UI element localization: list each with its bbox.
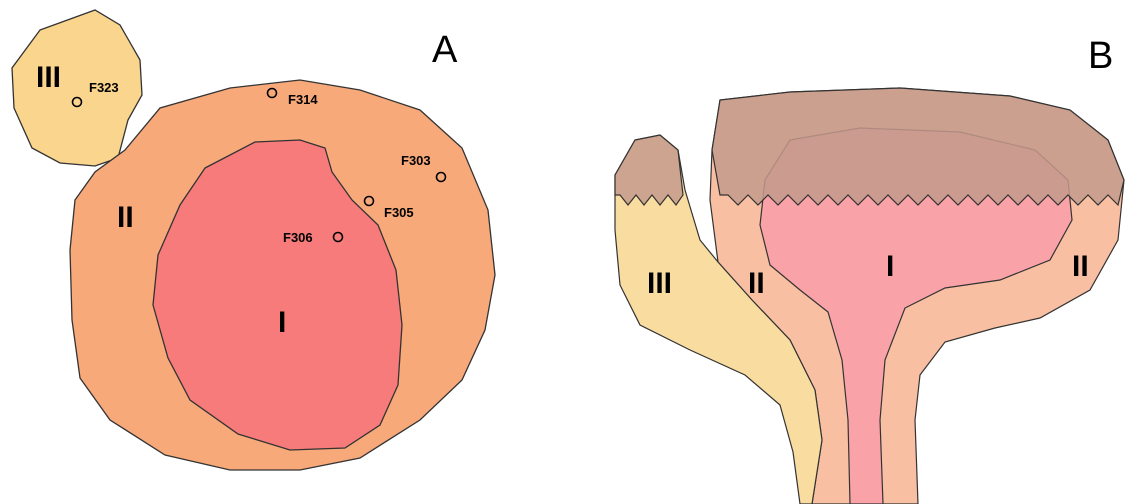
- b-cap-band: [712, 88, 1124, 205]
- panel-label-b: B: [1088, 35, 1113, 77]
- b-zone-label-ii-left: II: [748, 267, 765, 300]
- zone-label-iii: III: [36, 61, 61, 94]
- b-zone-label-ii-right: II: [1072, 250, 1089, 283]
- panel-label-a: A: [432, 29, 458, 71]
- zone-label-i: I: [278, 306, 286, 339]
- zone-iii-blob: [12, 10, 142, 166]
- zone-label-ii: II: [117, 201, 134, 234]
- b-zone-label-i: I: [886, 250, 894, 283]
- panel-a: F323 F314 F303 F305 F306 III II I A: [12, 10, 495, 470]
- site-label-f303: F303: [401, 153, 431, 168]
- site-label-f305: F305: [384, 205, 414, 220]
- b-zone-label-iii: III: [647, 267, 672, 300]
- site-label-f306: F306: [283, 230, 313, 245]
- panel-b: III II I II B: [615, 35, 1124, 504]
- site-label-f314: F314: [288, 92, 318, 107]
- b-arm-cap: [615, 135, 683, 205]
- site-label-f323: F323: [89, 80, 119, 95]
